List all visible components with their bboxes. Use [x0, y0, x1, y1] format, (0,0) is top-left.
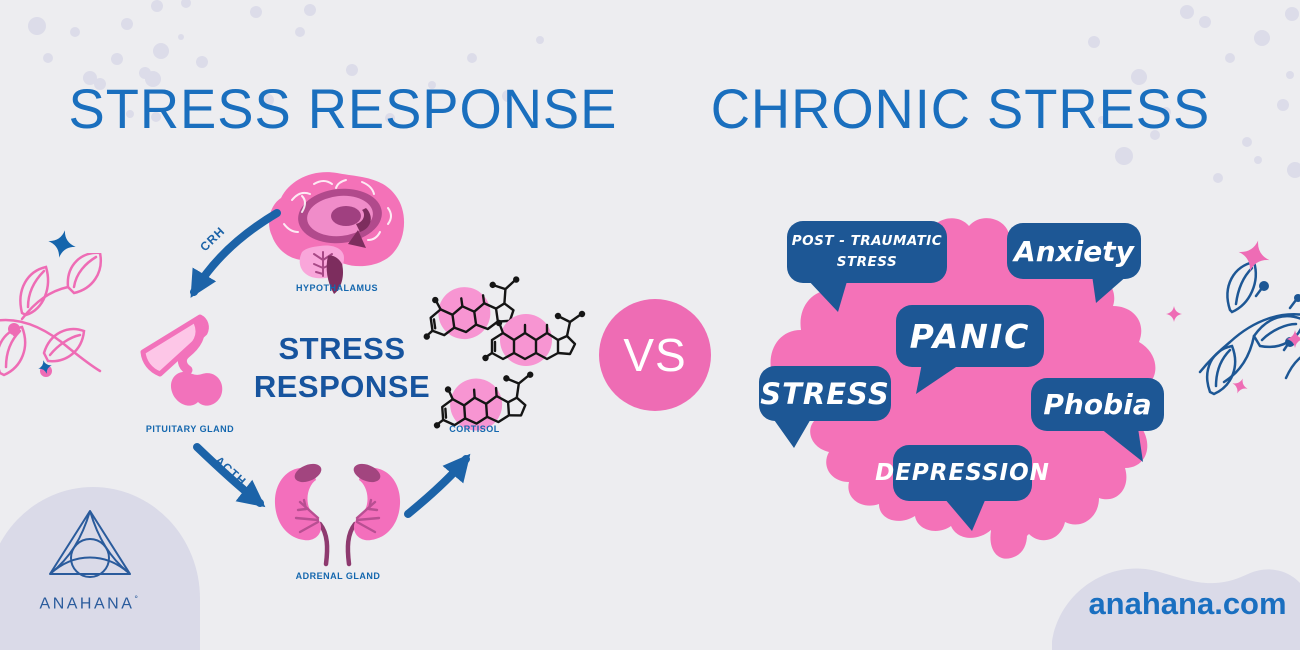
decor-dot	[502, 90, 514, 102]
decor-dot	[1088, 36, 1100, 48]
decor-dot	[1161, 107, 1171, 117]
adrenal-gland-illustration	[274, 462, 405, 567]
chronic-brain-illustration	[770, 218, 1157, 559]
vs-label: VS	[623, 329, 687, 381]
brand-mark: °	[134, 594, 141, 604]
phobia-bubble-tail	[1100, 428, 1143, 462]
decor-dot	[1098, 116, 1106, 124]
vs-badge: VS	[599, 299, 711, 411]
decor-dot	[1115, 147, 1133, 165]
hypothalamus-label: HYPOTHALAMUS	[296, 283, 378, 293]
decor-dot	[111, 53, 123, 65]
decor-dot	[121, 18, 133, 30]
adrenal-to-cortisol-arrow	[404, 453, 471, 518]
decor-dot	[94, 78, 106, 90]
decor-dot	[1254, 30, 1270, 46]
decor-dot	[1213, 173, 1223, 183]
blue-star-icon	[38, 360, 52, 374]
decor-dot	[181, 0, 191, 8]
stress-response-center-title: STRESS RESPONSE	[253, 331, 431, 404]
bubble-depression: DEPRESSION	[875, 445, 1049, 501]
decor-dot	[385, 113, 395, 123]
pituitary-illustration	[140, 314, 223, 406]
acth-arrow	[193, 443, 266, 508]
bubble-text: DEPRESSION	[875, 460, 1050, 486]
decor-dot	[1150, 130, 1160, 140]
decor-dot	[1242, 137, 1252, 147]
right-title: CHRONIC STRESS	[710, 77, 1210, 140]
decor-dot	[1131, 69, 1147, 85]
pink-star-icon	[1238, 240, 1270, 272]
decor-dot	[178, 34, 184, 40]
stress-bubble-tail	[772, 417, 812, 448]
bubble-text: PANIC	[909, 316, 1031, 356]
decor-dot	[428, 81, 436, 89]
decor-dot	[304, 4, 316, 16]
bubble-panic: PANIC	[896, 305, 1044, 367]
decor-dot	[151, 112, 161, 122]
bubble-text: Phobia	[1043, 388, 1152, 421]
decor-dot	[139, 67, 151, 79]
decor-dot	[43, 53, 53, 63]
website-blob	[1052, 568, 1300, 650]
decor-dot	[1277, 99, 1289, 111]
decor-dot	[536, 36, 544, 44]
decor-dot	[126, 110, 134, 118]
decor-dot	[1286, 71, 1294, 79]
decor-dot	[1180, 5, 1194, 19]
pink-star-icon	[1232, 378, 1248, 394]
bubble-phobia: Phobia	[1031, 378, 1164, 431]
decor-dot	[262, 94, 274, 106]
decor-dot	[153, 43, 169, 59]
decor-dot	[346, 64, 358, 76]
decor-dot	[196, 56, 208, 68]
bubble-text: POST - TRAUMATIC	[791, 233, 943, 250]
pituitary-gland-label: PITUITARY GLAND	[145, 424, 235, 434]
bubble-text: STRESS	[760, 376, 890, 411]
decor-dot	[28, 17, 46, 35]
panic-bubble-tail	[916, 363, 962, 394]
anahana-logo-icon	[49, 510, 131, 578]
decor-dot	[1285, 7, 1299, 21]
ptsd-bubble-tail	[806, 278, 848, 312]
anxiety-bubble-tail	[1092, 275, 1128, 303]
bubble-post-traumatic-stress: POST - TRAUMATIC STRESS	[787, 221, 947, 283]
bubble-anxiety: Anxiety	[1007, 223, 1141, 279]
brand-name: ANAHANA°	[39, 594, 141, 613]
blue-branch-decoration	[1198, 260, 1300, 396]
decor-dot	[295, 27, 305, 37]
decor-dot	[1199, 16, 1211, 28]
bubble-text: Anxiety	[1014, 234, 1134, 268]
decor-dot	[83, 71, 97, 85]
left-title: STRESS RESPONSE	[68, 77, 618, 140]
bubble-text: STRESS	[836, 254, 898, 270]
cortisol-label: CORTISOL	[449, 424, 500, 434]
adrenal-gland-label: ADRENAL GLAND	[295, 571, 381, 581]
decor-dot	[467, 53, 477, 63]
hypothalamus-illustration	[269, 172, 405, 294]
depression-bubble-tail	[944, 498, 986, 531]
decor-dot	[151, 0, 163, 12]
website-link[interactable]: anahana.com	[1088, 586, 1287, 621]
decor-dot	[1254, 156, 1262, 164]
decor-dot	[1225, 53, 1235, 63]
crh-arrow	[190, 209, 281, 298]
pink-star-icon	[1286, 330, 1300, 348]
decor-dot	[70, 27, 80, 37]
decor-dot	[250, 6, 262, 18]
blue-star-icon	[48, 230, 76, 258]
bubble-stress: STRESS	[759, 366, 891, 421]
pink-star-icon	[1166, 306, 1182, 322]
decor-dot	[1287, 162, 1300, 178]
pink-branch-decoration	[0, 253, 103, 377]
